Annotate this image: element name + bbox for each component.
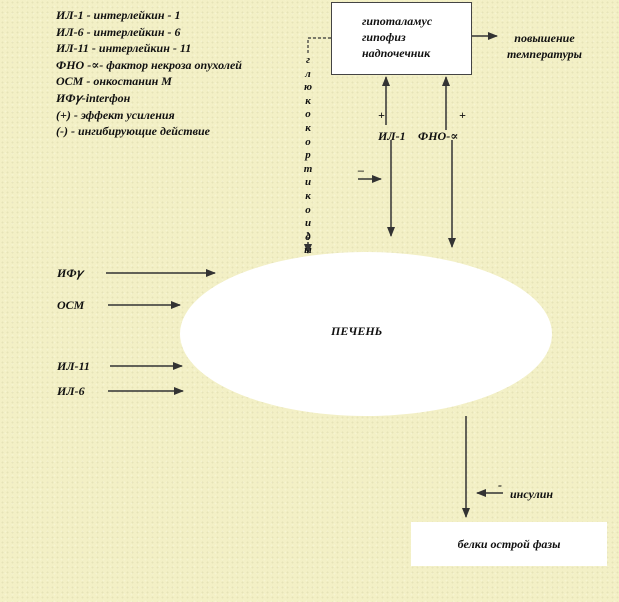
legend-item: ФНО -∝- фактор некроза опухолей [56,57,242,72]
tnf-plus-sign: + [459,108,466,122]
legend: ИЛ-1 - интерлейкин - 1 ИЛ-6 - интерлейки… [56,7,242,140]
glucocorticoids-letter: к [305,94,311,107]
glucocorticoids-letter: к [305,121,311,134]
il1-label: ИЛ-1 [378,129,406,143]
temperature-line1: повышение [514,31,575,45]
glucocorticoids-letter: ы [304,244,312,257]
temperature-line2: температуры [507,47,582,61]
legend-item: ИФ𝛾-interфон [56,90,131,105]
il1-plus-sign: + [378,108,385,122]
acute-phase-proteins-label: белки острой фазы [457,537,561,551]
glucocorticoids-letter: и [304,176,312,189]
temperature-label: повышение температуры [507,30,582,62]
input-osm-label: ОСМ [57,298,85,312]
legend-item: ОСМ - онкостанин М [56,74,172,89]
glucocorticoids-letter: р [305,149,311,162]
input-ifn-label: ИФ𝛾 [57,266,83,280]
glucocorticoids-letter: к [305,189,311,202]
legend-item: ИЛ-6 - интерлейкин - 6 [56,24,181,39]
hpa-line-hypothalamus: гипоталамус [362,14,433,28]
glucocorticoids-letter: г [305,54,311,66]
insulin-label: инсулин [510,487,554,501]
hpa-line-adrenal: надпочечник [362,46,431,60]
legend-item: ИЛ-1 - интерлейкин - 1 [56,8,181,22]
glucocorticoids-letter: т [303,162,313,175]
liver-label: ПЕЧЕНЬ [331,324,383,338]
legend-item: (-) - ингибирующие действие [56,124,210,139]
inhibit-minus-sign: – [358,163,364,177]
legend-item: (+) - эффект усиления [56,107,175,122]
glucocorticoids-letter: и [304,217,312,230]
glucocorticoids-letter: ю [303,81,313,94]
glucocorticoids-letter: д [305,230,311,243]
legend-item: ИЛ-11 - интерлейкин - 11 [56,41,192,56]
tnf-label: ФНО-∝ [418,129,459,143]
hpa-box: гипоталамус гипофиз надпочечник [331,2,472,75]
hpa-line-pituitary: гипофиз [362,30,406,44]
glucocorticoids-letter: о [305,108,311,121]
input-il11-label: ИЛ-11 [57,359,90,373]
glucocorticoids-letter: о [305,135,311,148]
acute-phase-proteins-box: белки острой фазы [411,522,607,566]
input-il6-label: ИЛ-6 [57,384,85,398]
glucocorticoid-path [307,37,331,54]
liver-ellipse [180,252,552,416]
glucocorticoids-letter: л [305,67,311,80]
insulin-minus-sign: - [498,478,502,492]
glucocorticoids-letter: о [305,203,311,216]
